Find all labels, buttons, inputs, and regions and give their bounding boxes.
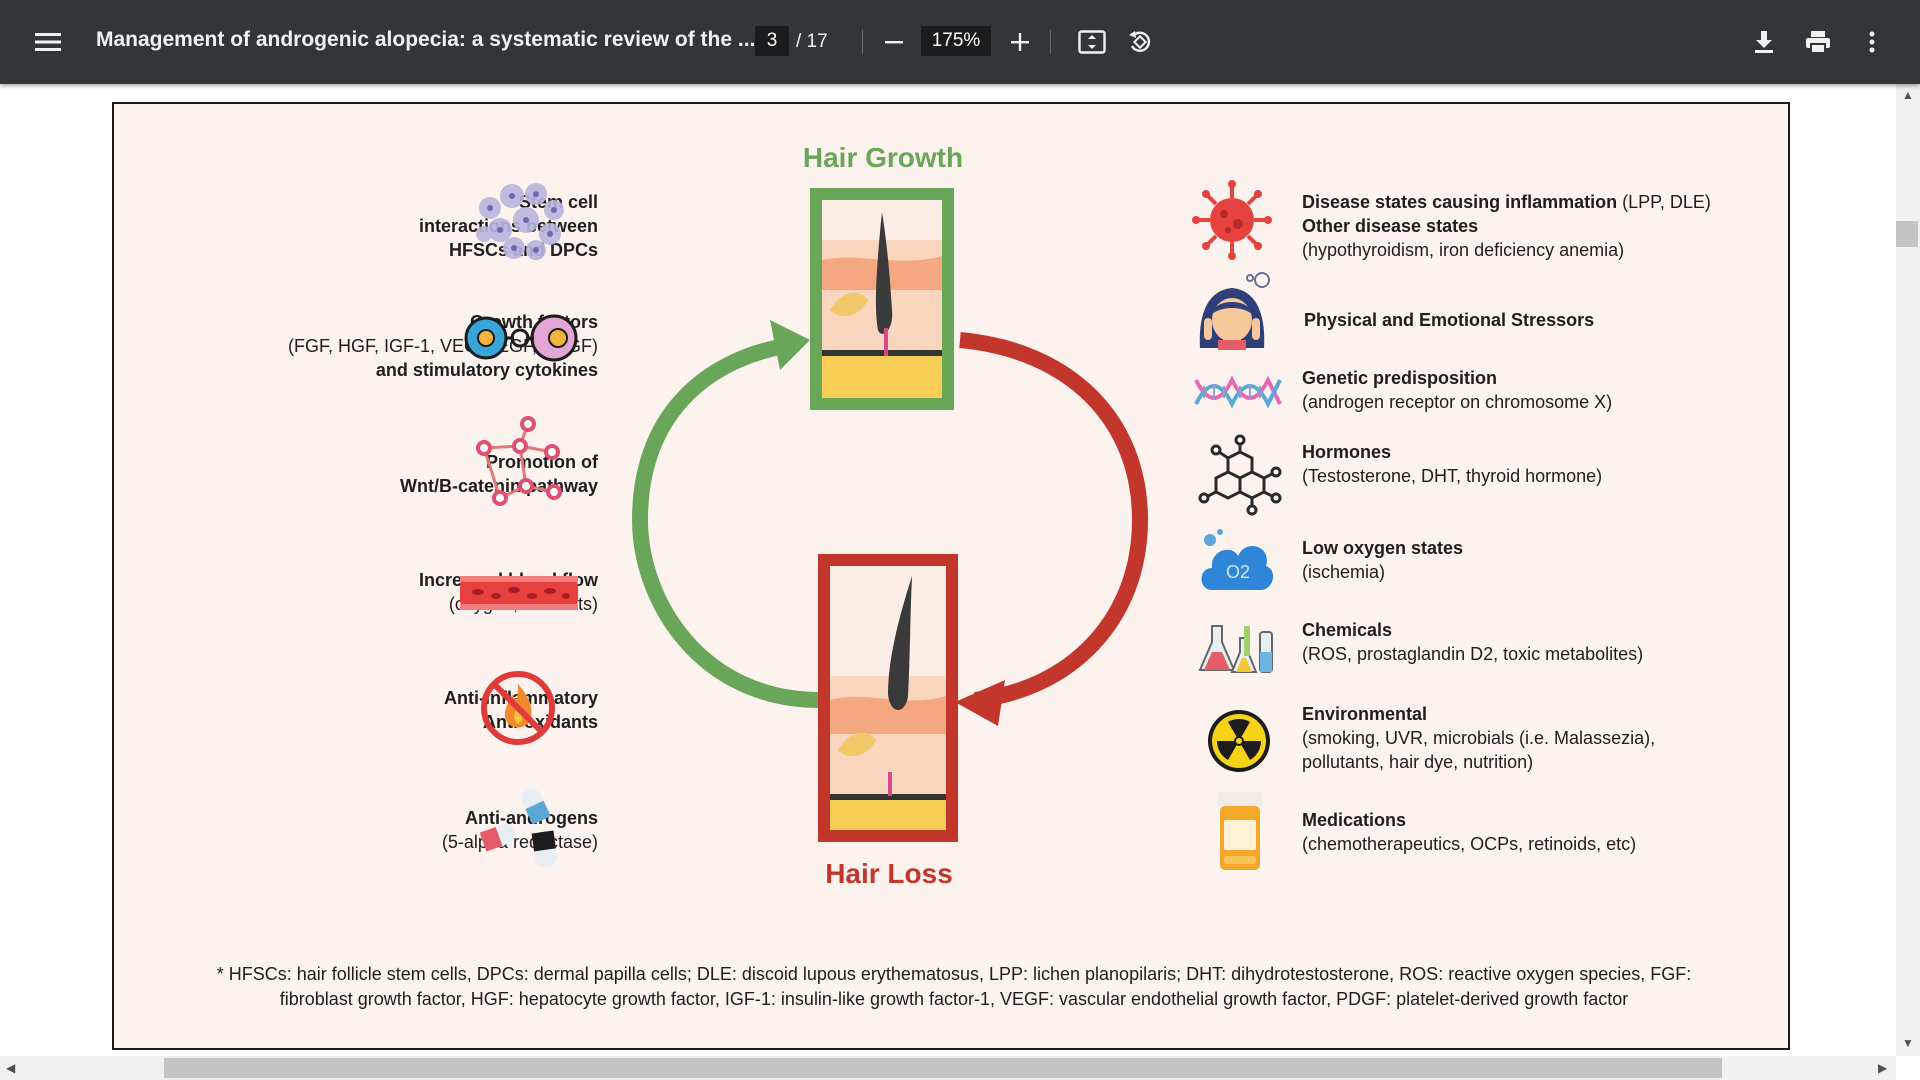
toolbar-divider	[862, 30, 863, 54]
oxygen-cloud-icon: O2	[1201, 529, 1274, 590]
horizontal-scrollbar-thumb[interactable]	[164, 1058, 1722, 1078]
print-button[interactable]	[1798, 22, 1838, 62]
molecule-pathway-icon	[476, 416, 562, 506]
stem-cells-icon	[476, 183, 564, 260]
dna-icon	[1194, 375, 1282, 409]
right-item-title: Low oxygen states	[1302, 538, 1464, 558]
print-icon	[1806, 31, 1830, 54]
right-item-low-oxygen: Low oxygen states (ischemia)	[1302, 536, 1463, 584]
download-icon	[1755, 31, 1773, 53]
left-item-subtitle: (FGF, HGF, IGF-1, VEGF, EGF, PDGF)	[287, 336, 598, 356]
menu-button[interactable]	[28, 22, 68, 62]
right-item-subtitle: (ROS, prostaglandin D2, toxic metabolite…	[1302, 644, 1644, 664]
scroll-left-arrow-icon[interactable]: ◀	[6, 1061, 16, 1075]
right-item-subtitle: (ischemia)	[1302, 562, 1386, 582]
fit-page-icon	[1078, 30, 1106, 54]
scroll-down-arrow-icon[interactable]: ▼	[1902, 1036, 1914, 1050]
toolbar-divider	[1050, 30, 1051, 54]
footnote-line: fibroblast growth factor, HGF: hepatocyt…	[279, 989, 1629, 1009]
right-item-chemicals: Chemicals (ROS, prostaglandin D2, toxic …	[1302, 618, 1643, 666]
fit-page-button[interactable]	[1072, 22, 1112, 62]
right-item-disease-states: Disease states causing inflammation (LPP…	[1302, 190, 1711, 262]
growth-arrow	[631, 337, 821, 708]
scroll-right-arrow-icon[interactable]: ▶	[1878, 1061, 1888, 1075]
right-item-genetic: Genetic predisposition (androgen recepto…	[1302, 366, 1612, 414]
loss-arrowhead	[955, 680, 1005, 726]
pills-icon	[479, 788, 557, 868]
blood-vessel-icon	[460, 576, 578, 610]
zoom-out-button[interactable]	[874, 22, 914, 62]
right-item-subtitle: pollutants, hair dye, nutrition)	[1302, 752, 1534, 772]
growth-factor-icon	[464, 314, 578, 362]
document-title: Management of androgenic alopecia: a sys…	[96, 28, 756, 51]
vertical-scrollbar-thumb[interactable]	[1896, 221, 1918, 247]
hair-growth-follicle	[810, 188, 954, 410]
hair-growth-label: Hair Growth	[802, 142, 964, 173]
right-item-subtitle: (Testosterone, DHT, thyroid hormone)	[1302, 466, 1603, 486]
stressed-person-icon	[1199, 272, 1270, 350]
right-item-title: Disease states causing inflammation	[1302, 192, 1618, 212]
zoom-in-button[interactable]	[1000, 22, 1040, 62]
chemicals-flasks-icon	[1198, 625, 1273, 673]
right-item-title: Genetic predisposition	[1302, 368, 1498, 388]
right-item-title: Medications	[1302, 810, 1407, 830]
download-button[interactable]	[1744, 22, 1784, 62]
right-item-environmental: Environmental (smoking, UVR, microbials …	[1302, 702, 1655, 774]
rotate-icon	[1129, 31, 1151, 52]
right-item-medications: Medications (chemotherapeutics, OCPs, re…	[1302, 808, 1636, 856]
left-item-title: Promotion of	[486, 452, 598, 472]
radiation-icon	[1208, 710, 1270, 772]
footnote-line: * HFSCs: hair follicle stem cells, DPCs:…	[216, 964, 1692, 984]
left-item-subtitle: (5-alpha reductase)	[441, 832, 598, 852]
right-item-title: Hormones	[1302, 442, 1392, 462]
virus-inflammation-icon	[1192, 180, 1272, 260]
hair-loss-follicle	[818, 554, 958, 842]
right-item-title: Chemicals	[1302, 620, 1393, 640]
right-item-hormones: Hormones (Testosterone, DHT, thyroid hor…	[1302, 440, 1602, 488]
medication-bottle-icon	[1218, 792, 1262, 870]
menu-icon	[35, 33, 61, 51]
left-item-growth-factors: Growth factors (FGF, HGF, IGF-1, VEGF, E…	[288, 310, 598, 382]
pdf-toolbar: Management of androgenic alopecia: a sys…	[0, 0, 1920, 84]
growth-arrowhead	[770, 320, 810, 370]
hair-loss-label: Hair Loss	[825, 858, 953, 889]
right-item-title: Environmental	[1302, 704, 1428, 724]
page-number-input[interactable]	[755, 26, 789, 56]
figure-footnote: * HFSCs: hair follicle stem cells, DPCs:…	[144, 962, 1764, 1012]
hair-cycle-diagram	[631, 188, 1149, 842]
hormone-molecule-icon	[1198, 434, 1282, 516]
right-item-subtitle: (hypothyroidism, iron deficiency anemia)	[1302, 240, 1625, 260]
zoom-in-icon	[1011, 33, 1029, 51]
rotate-button[interactable]	[1120, 22, 1160, 62]
right-item-title-suffix: (LPP, DLE)	[1617, 192, 1711, 212]
page-total: / 17	[796, 31, 828, 52]
scroll-up-arrow-icon[interactable]: ▲	[1902, 88, 1914, 102]
right-item-stressors: Physical and Emotional Stressors	[1304, 308, 1594, 332]
left-item-title: and stimulatory cytokines	[375, 360, 598, 380]
right-item-subtitle: (chemotherapeutics, OCPs, retinoids, etc…	[1302, 834, 1637, 854]
right-item-title: Physical and Emotional Stressors	[1304, 310, 1595, 330]
right-item-subtitle: (smoking, UVR, microbials (i.e. Malassez…	[1302, 728, 1656, 748]
no-inflammation-icon	[481, 671, 555, 745]
zoom-level-input[interactable]	[921, 26, 991, 56]
right-item-subtitle: (androgen receptor on chromosome X)	[1302, 392, 1613, 412]
loss-arrow	[959, 332, 1149, 708]
more-options-button[interactable]	[1852, 22, 1892, 62]
zoom-out-icon	[885, 41, 903, 44]
right-item-title: Other disease states	[1302, 216, 1479, 236]
o2-label: O2	[1226, 562, 1250, 582]
more-vert-icon	[1869, 31, 1875, 53]
